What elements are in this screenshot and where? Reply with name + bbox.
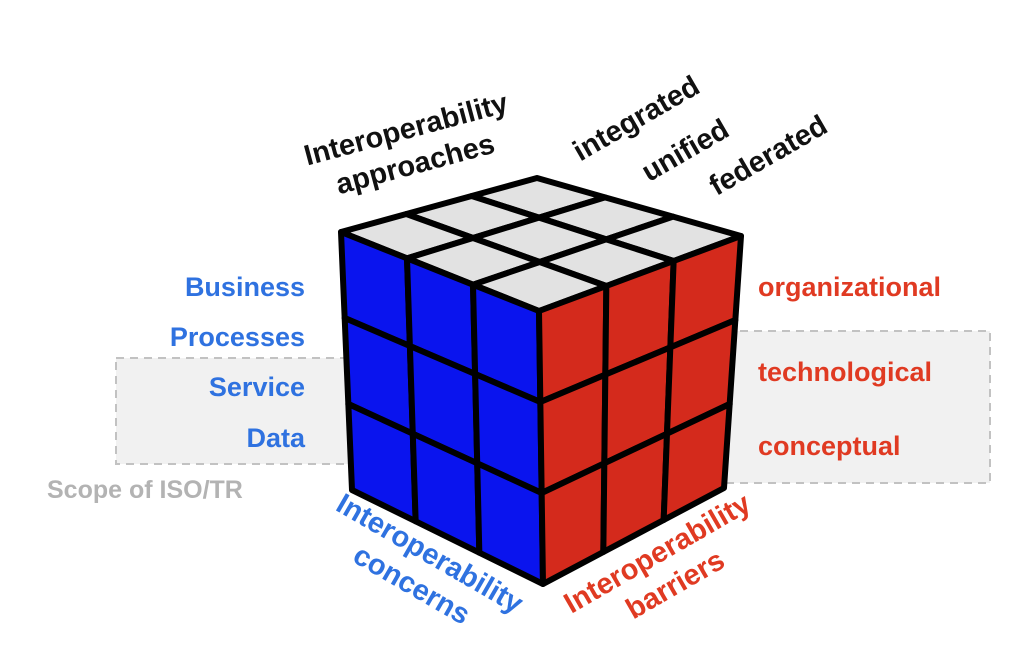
concern-processes-label: Processes (170, 322, 305, 352)
scope-region-right (725, 330, 991, 484)
scope-region-left (115, 357, 353, 465)
scope-label: Scope of ISO/TR (47, 476, 243, 504)
barrier-organizational-label: organizational (758, 272, 941, 302)
concern-service-label: Service (209, 372, 305, 402)
rubiks-cube (338, 175, 744, 587)
cube-right-tile (660, 401, 733, 523)
concern-business-label: Business (185, 272, 305, 302)
barrier-conceptual-label: conceptual (758, 431, 901, 461)
concern-data-label: Data (246, 423, 306, 453)
barrier-technological-label: technological (758, 357, 932, 387)
